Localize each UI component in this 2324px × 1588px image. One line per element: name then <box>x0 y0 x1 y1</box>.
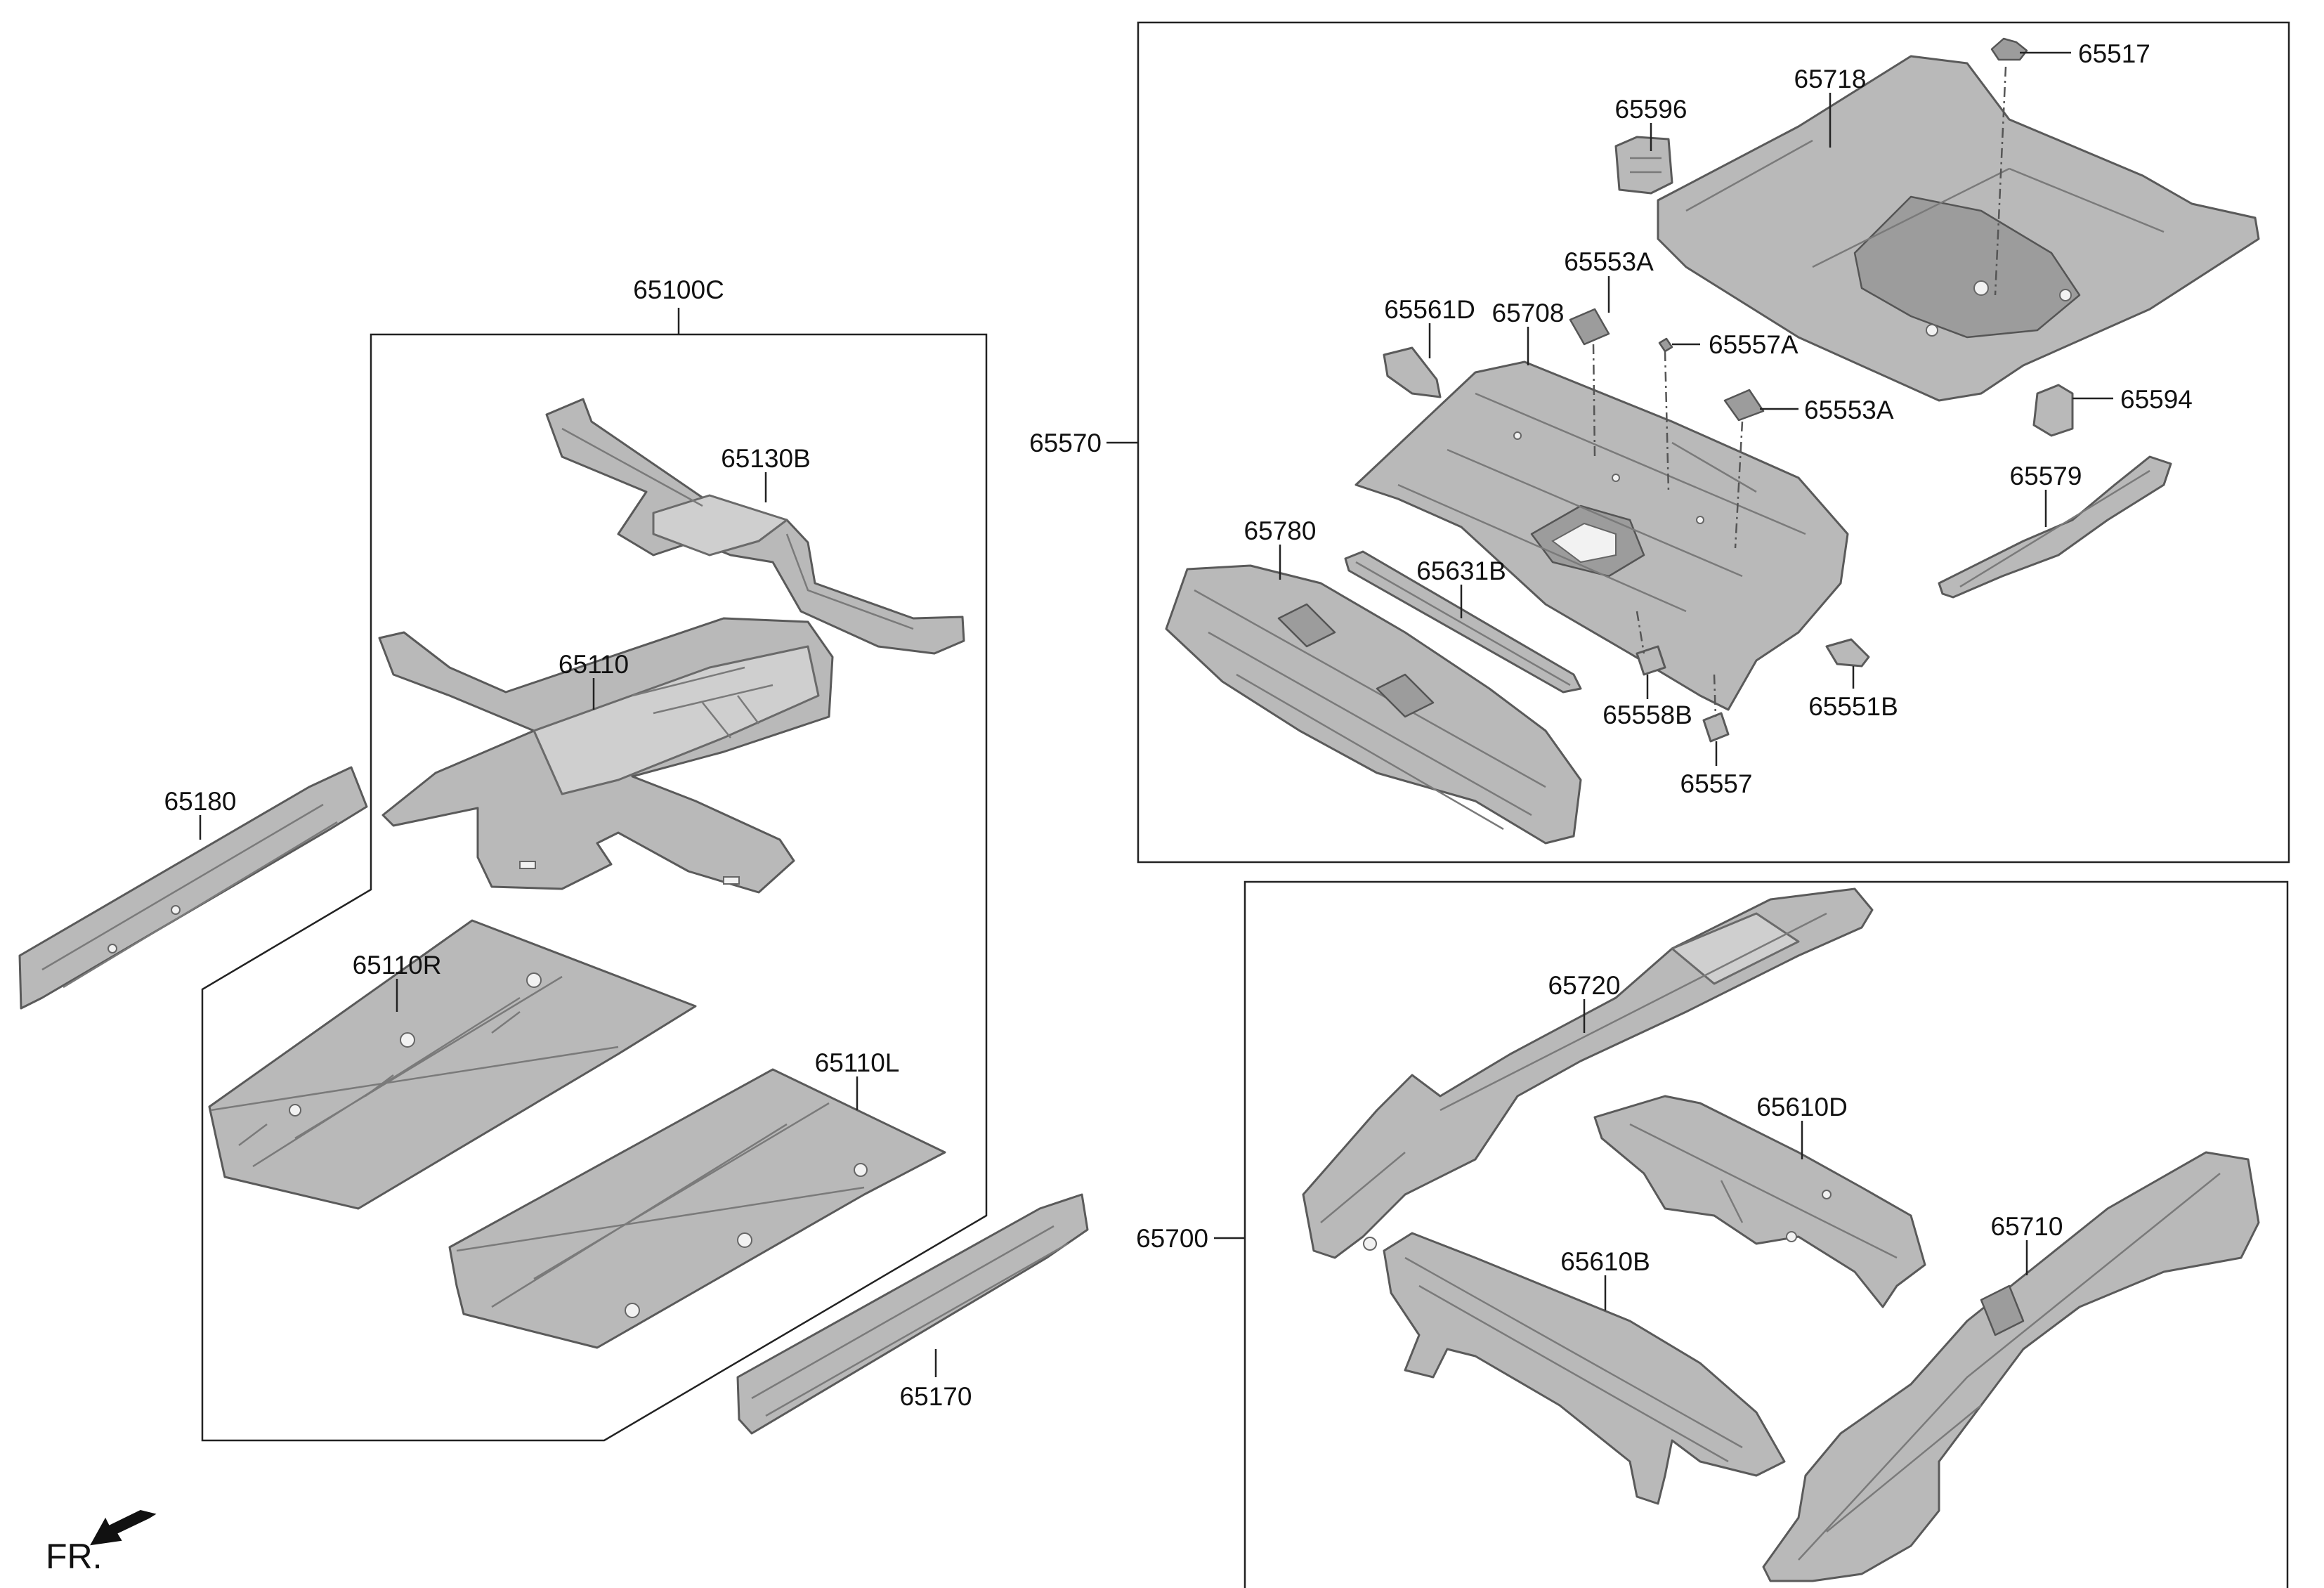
part-65517 <box>1990 37 2028 61</box>
label-65594: 65594 <box>2120 385 2193 414</box>
label-65708: 65708 <box>1492 299 1565 327</box>
part-65710 <box>1762 1151 2260 1582</box>
part-65553a-1 <box>1569 308 1610 346</box>
label-65110r: 65110R <box>353 951 442 980</box>
label-65710: 65710 <box>1991 1212 2063 1241</box>
part-65170 <box>736 1193 1089 1435</box>
part-65594 <box>2032 384 2074 437</box>
label-65700: 65700 <box>1136 1224 1208 1253</box>
frame-65100c <box>201 333 988 1442</box>
part-65780 <box>1165 564 1582 845</box>
assembly-line <box>1994 66 2007 296</box>
part-65557a <box>1658 337 1673 353</box>
part-65130b <box>545 398 965 655</box>
label-65551b: 65551B <box>1808 692 1898 721</box>
assembly-line <box>1636 611 1645 654</box>
assembly-line <box>1734 421 1744 549</box>
label-65517: 65517 <box>2078 39 2150 68</box>
part-65596 <box>1614 136 1673 195</box>
part-65180 <box>18 766 368 1010</box>
assembly-line <box>1592 344 1596 457</box>
part-65631b <box>1344 550 1582 694</box>
label-65180: 65180 <box>164 787 237 816</box>
label-65130b: 65130B <box>721 444 811 473</box>
label-65610d: 65610D <box>1756 1093 1848 1121</box>
assembly-line <box>1713 674 1717 717</box>
label-65631b: 65631B <box>1416 557 1506 585</box>
part-65553a-2 <box>1723 389 1765 422</box>
label-65553a-1: 65553A <box>1564 247 1654 276</box>
label-65170: 65170 <box>900 1382 972 1411</box>
front-arrow-icon <box>90 1509 157 1546</box>
label-65610b: 65610B <box>1560 1247 1650 1276</box>
label-65100c: 65100C <box>633 275 724 304</box>
part-65110r <box>208 919 697 1210</box>
part-65557 <box>1702 712 1730 743</box>
part-65110 <box>378 617 834 894</box>
part-65718 <box>1657 55 2260 402</box>
label-65110: 65110 <box>559 650 629 679</box>
label-65557a: 65557A <box>1709 330 1799 359</box>
part-65610b <box>1383 1232 1786 1505</box>
label-65780: 65780 <box>1244 516 1317 545</box>
label-65596: 65596 <box>1615 95 1687 124</box>
label-65720: 65720 <box>1548 971 1621 1000</box>
part-65110l <box>448 1068 946 1349</box>
label-65718: 65718 <box>1794 65 1867 93</box>
label-65110l: 65110L <box>815 1048 900 1077</box>
part-65720 <box>1302 887 1874 1259</box>
assembly-line <box>1664 351 1670 493</box>
label-65558b: 65558B <box>1602 701 1692 729</box>
label-65561d: 65561D <box>1384 295 1475 324</box>
part-65708 <box>1354 360 1849 711</box>
label-65579: 65579 <box>2010 462 2082 490</box>
part-65551b <box>1825 638 1870 668</box>
part-65579 <box>1938 455 2172 599</box>
label-65553a-2: 65553A <box>1804 396 1894 424</box>
part-65561d <box>1383 346 1442 398</box>
label-65557: 65557 <box>1680 769 1753 798</box>
label-65570: 65570 <box>1029 429 1102 457</box>
frame-65700 <box>1243 880 2289 1588</box>
part-65610d <box>1593 1095 1926 1308</box>
